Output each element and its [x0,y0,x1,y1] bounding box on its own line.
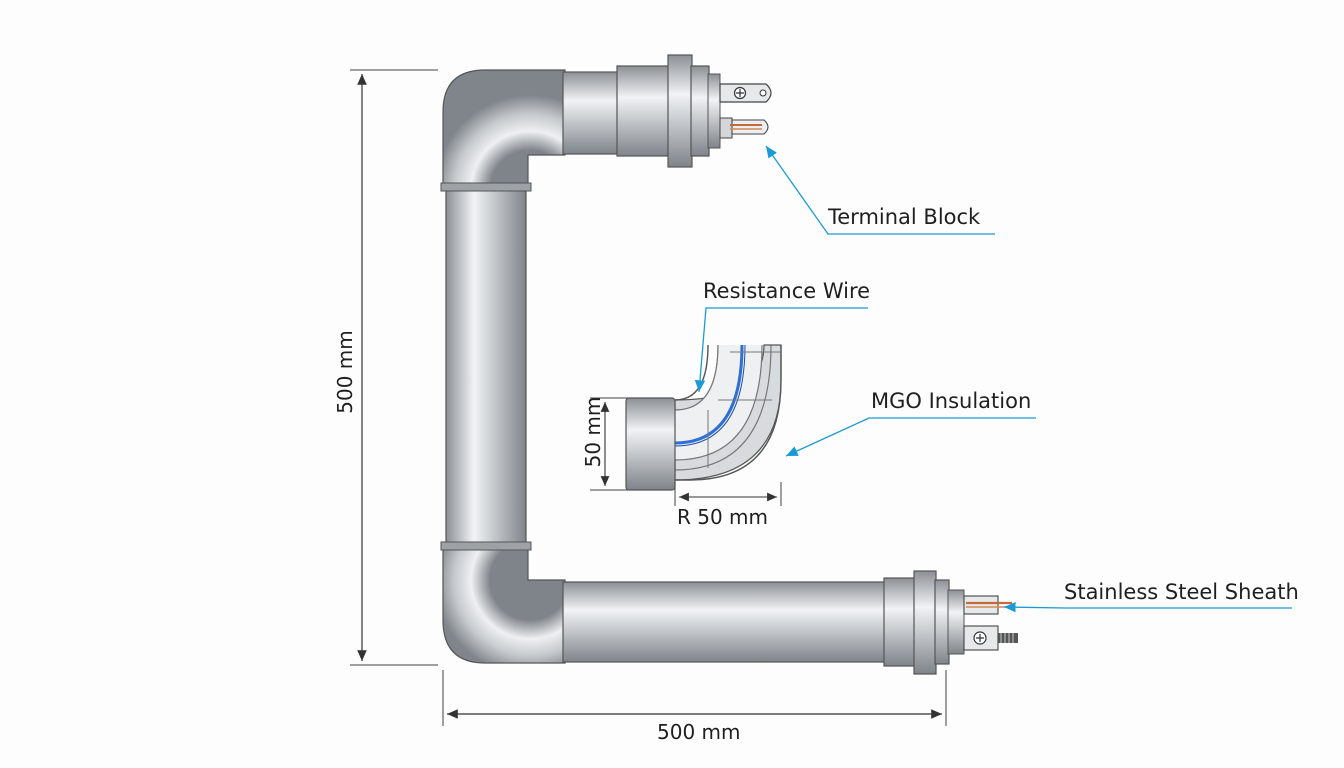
resistance-wire-label: Resistance Wire [703,279,871,303]
bend-radius-label: R 50 mm [677,505,769,529]
resistance-wire-leader [694,307,868,393]
end-cap [625,397,676,491]
vertical-straight [445,187,527,549]
resistance-wire [674,344,744,445]
heater-tube [440,69,889,664]
joint-collar [440,541,532,551]
terminal-block-label: Terminal Block [828,205,981,229]
joint-collar [440,182,532,192]
top-straight [562,71,622,155]
top-elbow [442,69,566,191]
width-dimension-label: 500 mm [657,720,741,744]
dimension-lines [350,69,947,726]
sheath-leader [1003,601,1292,613]
top-terminal-fitting [616,54,772,168]
bottom-straight [562,581,889,663]
stainless-steel-sheath-label: Stainless Steel Sheath [1064,580,1299,604]
height-dimension-label: 500 mm [333,330,357,414]
diameter-dimension-label: 50 mm [581,396,605,468]
bottom-terminal-fitting [883,570,1018,675]
mgo-insulation-leader [785,417,1036,457]
callout-leaders [694,145,1292,613]
cross-section-detail [625,344,782,491]
terminal-block-leader [765,145,995,235]
bottom-elbow [442,544,566,664]
mgo-insulation-label: MGO Insulation [871,389,1032,413]
